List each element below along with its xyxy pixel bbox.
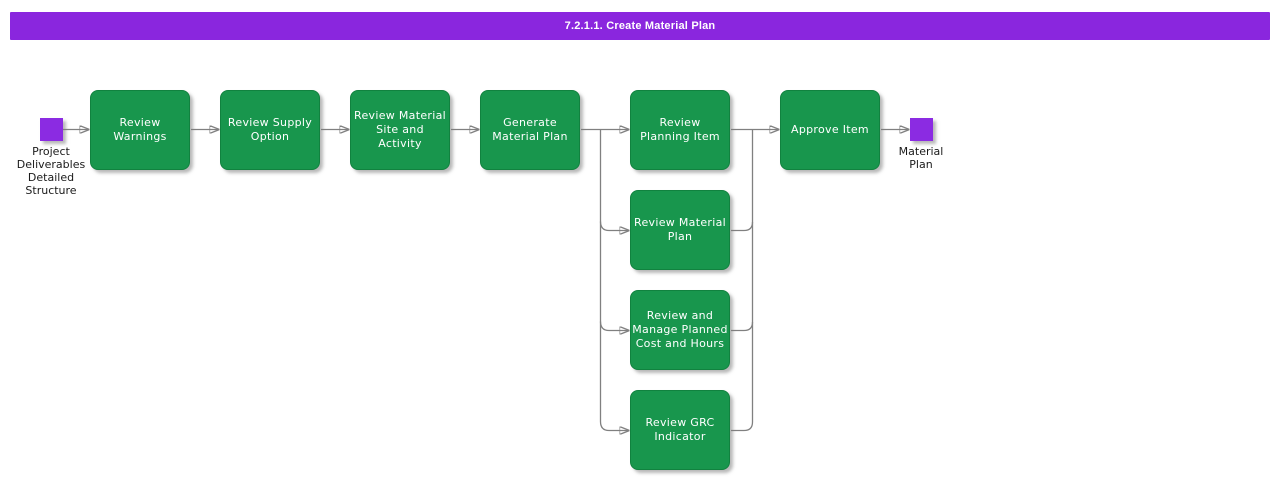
diagram-title: 7.2.1.1. Create Material Plan <box>564 20 716 32</box>
start-event-marker[interactable] <box>40 118 63 141</box>
start-event-label: Project Deliverables Detailed Structure <box>16 145 86 197</box>
task-review-grc-indicator[interactable]: Review GRC Indicator <box>630 390 730 470</box>
connector-branch-to-review-material-plan <box>599 221 630 231</box>
connector-branch-vertical-left <box>599 129 630 431</box>
connector-review-material-plan-join <box>731 221 754 232</box>
title-bar: 7.2.1.1. Create Material Plan <box>10 12 1270 40</box>
end-event-label: Material Plan <box>898 145 944 171</box>
task-review-and-manage-planned-cost-and-hours[interactable]: Review and Manage Planned Cost and Hours <box>630 290 730 370</box>
task-review-material-site-and-activity[interactable]: Review Material Site and Activity <box>350 90 450 170</box>
task-review-material-plan[interactable]: Review Material Plan <box>630 190 730 270</box>
connector-branch-to-review-and-manage-planned <box>599 321 630 331</box>
end-event-marker[interactable] <box>910 118 933 141</box>
connector-review-grc-indicator-join <box>731 421 754 432</box>
task-review-warnings[interactable]: Review Warnings <box>90 90 190 170</box>
task-generate-material-plan[interactable]: Generate Material Plan <box>480 90 580 170</box>
task-review-supply-option[interactable]: Review Supply Option <box>220 90 320 170</box>
task-review-planning-item[interactable]: Review Planning Item <box>630 90 730 170</box>
connector-review-and-manage-planned-join <box>731 321 754 332</box>
task-approve-item[interactable]: Approve Item <box>780 90 880 170</box>
